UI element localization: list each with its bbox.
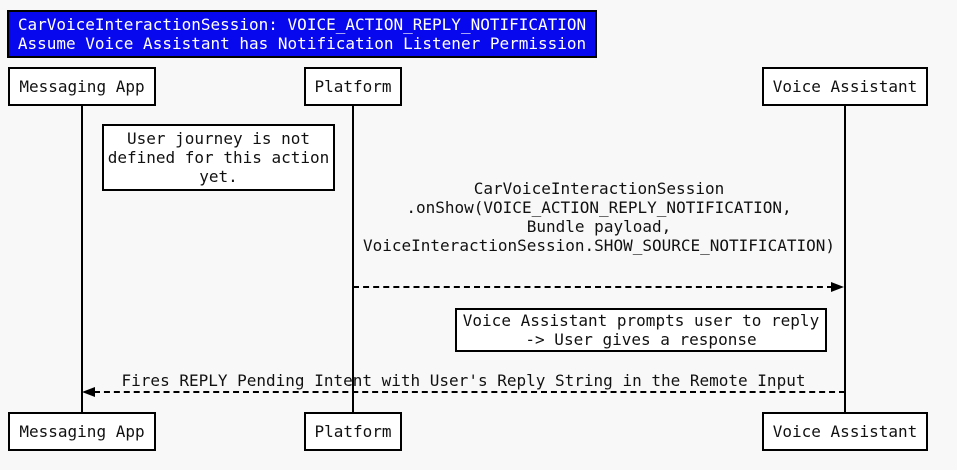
actor-box-voice-assistant-bottom: Voice Assistant (762, 412, 928, 451)
actor-box-voice-assistant-top: Voice Assistant (762, 67, 928, 106)
message-reply-label: Fires REPLY Pending Intent with User's R… (121, 371, 806, 390)
message-onshow-label: CarVoiceInteractionSession .onShow(VOICE… (362, 179, 835, 255)
actor-box-messaging-app-bottom: Messaging App (8, 412, 156, 451)
actor-label-messaging-app-bottom: Messaging App (19, 422, 145, 441)
actor-box-messaging-app-top: Messaging App (8, 67, 156, 106)
actor-label-voice-assistant-top: Voice Assistant (772, 77, 918, 96)
actor-box-platform-bottom: Platform (304, 412, 402, 451)
lifeline-messaging-app (81, 106, 83, 413)
actor-label-messaging-app-top: Messaging App (19, 77, 145, 96)
actor-label-platform-bottom: Platform (314, 422, 392, 441)
note-user-journey: User journey is not defined for this act… (102, 124, 335, 191)
actor-label-platform-top: Platform (314, 77, 392, 96)
arrow-head-left-icon (82, 387, 95, 397)
note-voice-assistant-prompt: Voice Assistant prompts user to reply ->… (455, 308, 827, 352)
arrow-head-right-icon (831, 282, 844, 292)
diagram-title-line2: Assume Voice Assistant has Notification … (17, 34, 587, 53)
message-reply-arrow (94, 391, 845, 393)
diagram-title-line1: CarVoiceInteractionSession: VOICE_ACTION… (17, 15, 587, 34)
actor-label-voice-assistant-bottom: Voice Assistant (772, 422, 918, 441)
lifeline-platform (352, 106, 354, 413)
diagram-title-box: CarVoiceInteractionSession: VOICE_ACTION… (7, 10, 597, 58)
actor-box-platform-top: Platform (304, 67, 402, 106)
message-onshow-arrow (353, 286, 833, 288)
lifeline-voice-assistant (844, 106, 846, 413)
